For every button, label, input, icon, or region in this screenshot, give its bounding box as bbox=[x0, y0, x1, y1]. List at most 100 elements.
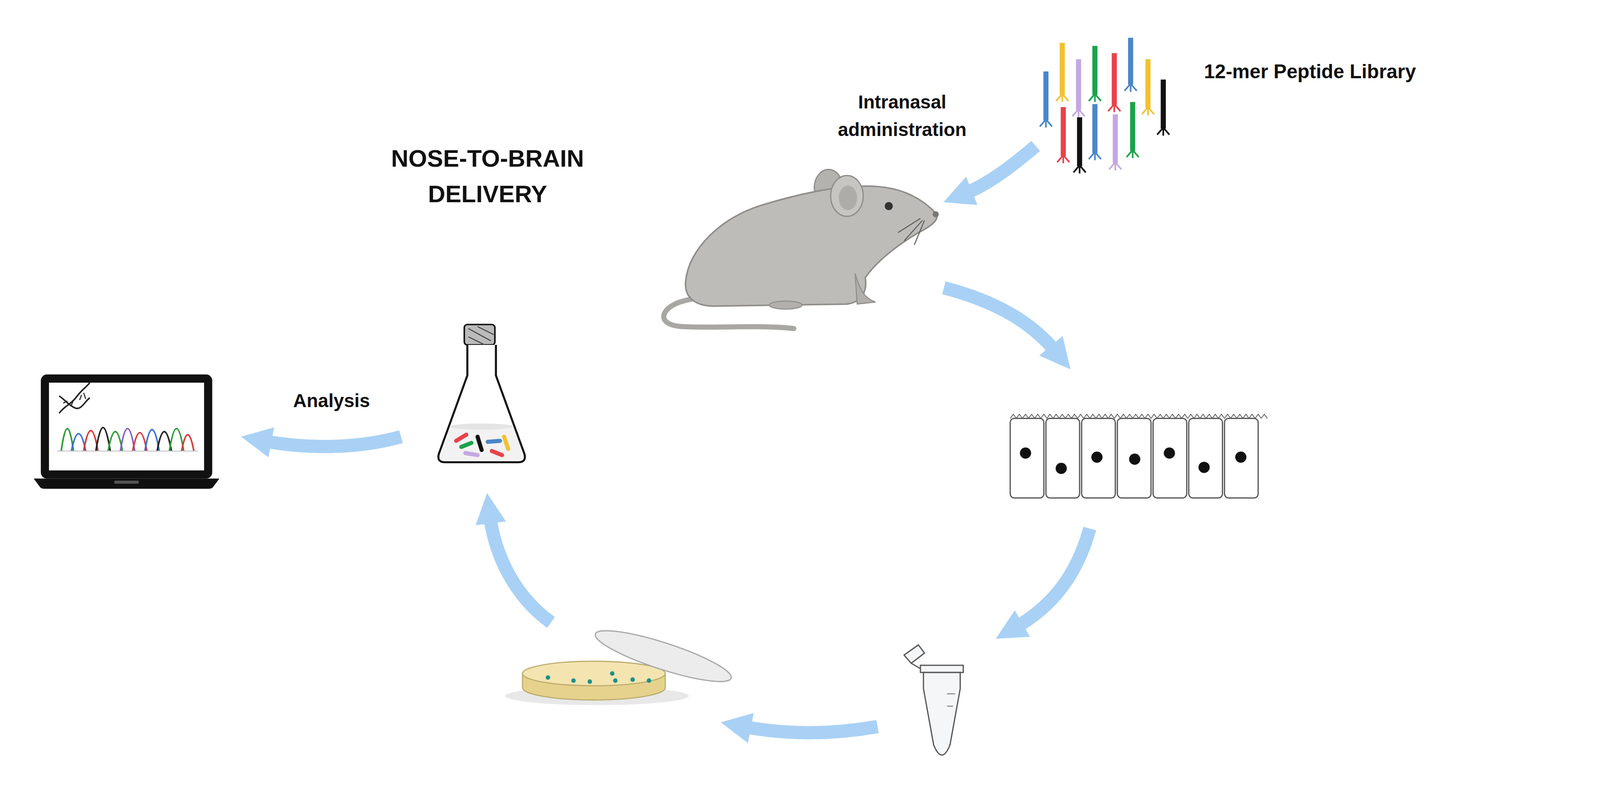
cycle-arrow bbox=[944, 287, 1057, 352]
mouse bbox=[663, 169, 939, 329]
baseline bbox=[57, 450, 199, 452]
nucleus bbox=[1091, 451, 1103, 463]
step-label: Intranasal administration bbox=[813, 88, 992, 144]
arrow-label: Analysis bbox=[242, 387, 421, 415]
laptop-notch bbox=[114, 480, 139, 484]
cell bbox=[1152, 418, 1187, 498]
colony bbox=[646, 678, 652, 683]
stopper-texture bbox=[468, 326, 494, 345]
peptide-bar bbox=[1060, 107, 1066, 156]
cell bbox=[1081, 418, 1116, 498]
phage-rod bbox=[492, 451, 503, 456]
laptop bbox=[33, 374, 220, 489]
laptop-base bbox=[33, 478, 220, 489]
cycle-arrow bbox=[489, 515, 552, 623]
phage-rod bbox=[504, 436, 508, 450]
library-label: 12-mer Peptide Library bbox=[1204, 58, 1542, 85]
tube-cap bbox=[904, 644, 925, 664]
colony bbox=[612, 678, 618, 683]
cell bbox=[1117, 418, 1152, 498]
cycle-arrows bbox=[263, 145, 1090, 733]
peptide-bar bbox=[1128, 37, 1133, 85]
peptide-bar bbox=[1092, 45, 1098, 95]
peptide-bar bbox=[1160, 79, 1166, 129]
peptide-fork bbox=[1141, 107, 1155, 116]
peptide-fork bbox=[1108, 104, 1121, 112]
phage-rod bbox=[465, 452, 478, 456]
tube-body bbox=[923, 672, 961, 756]
phage-rod bbox=[456, 434, 467, 441]
nucleus bbox=[1235, 451, 1247, 463]
peptide-bar bbox=[1130, 102, 1136, 152]
mouse-body bbox=[685, 186, 937, 307]
peptide-bar bbox=[1092, 104, 1098, 153]
nucleus bbox=[1128, 453, 1140, 465]
cycle-arrow bbox=[1015, 528, 1090, 628]
colony bbox=[630, 677, 635, 682]
peptide-bar bbox=[1076, 117, 1082, 167]
nucleus bbox=[1163, 447, 1175, 459]
colony bbox=[587, 679, 592, 684]
peptide-fork bbox=[1073, 165, 1086, 174]
cell bbox=[1188, 418, 1223, 498]
laptop-display bbox=[48, 382, 204, 471]
mouse-leg bbox=[855, 273, 876, 304]
flask-stopper bbox=[464, 324, 496, 345]
cycle-arrow bbox=[742, 726, 878, 733]
peptide-bar bbox=[1059, 42, 1065, 95]
peptide-fork bbox=[1088, 93, 1102, 102]
peptide-bar bbox=[1076, 59, 1081, 111]
peptide-fork bbox=[1124, 83, 1137, 92]
cycle-arrow bbox=[964, 145, 1036, 194]
mouse-ear bbox=[830, 175, 864, 217]
dish-lid bbox=[591, 621, 736, 691]
phage-rod bbox=[477, 436, 482, 451]
flask bbox=[438, 324, 525, 463]
nucleus bbox=[1198, 461, 1210, 473]
mouse-nose bbox=[932, 211, 939, 218]
peptide-fork bbox=[1040, 119, 1053, 128]
flask-body bbox=[438, 344, 525, 463]
liquid-surface bbox=[450, 423, 514, 430]
laptop-screen bbox=[40, 374, 213, 479]
mouse-eye bbox=[884, 202, 893, 211]
tube-marks bbox=[947, 693, 956, 707]
cell bbox=[1010, 418, 1044, 498]
peak bbox=[181, 434, 195, 452]
peptide-fork bbox=[1057, 155, 1070, 164]
dna-strand bbox=[59, 382, 90, 414]
peptide-fork bbox=[1088, 152, 1102, 160]
peptide-library bbox=[1045, 37, 1164, 167]
peptide-bar bbox=[1043, 71, 1049, 121]
peptide-forks bbox=[1040, 83, 1170, 174]
peptide-bar bbox=[1145, 59, 1151, 108]
cycle-arrow bbox=[263, 436, 401, 447]
phage-rods bbox=[456, 434, 508, 456]
colony bbox=[610, 671, 615, 676]
phage-rod bbox=[487, 440, 500, 442]
epithelium bbox=[1010, 414, 1268, 498]
cell bbox=[1224, 418, 1259, 498]
phage-rod bbox=[461, 442, 472, 447]
colony bbox=[545, 675, 551, 680]
colony bbox=[571, 678, 576, 683]
chromatogram bbox=[57, 427, 199, 452]
petri-dish bbox=[504, 621, 736, 705]
nucleus bbox=[1020, 447, 1032, 459]
peptide-bar bbox=[1111, 52, 1117, 105]
dish-agar bbox=[522, 661, 666, 686]
peptide-fork bbox=[1072, 109, 1085, 118]
diagram-title: NOSE-TO-BRAIN DELIVERY bbox=[354, 140, 621, 212]
mouse-ear-inner bbox=[838, 185, 857, 211]
peptide-fork bbox=[1056, 93, 1069, 102]
cell bbox=[1045, 418, 1080, 498]
tube bbox=[904, 644, 964, 756]
dna-rungs bbox=[63, 392, 86, 406]
peptide-fork bbox=[1109, 162, 1122, 171]
peptide-bar bbox=[1112, 114, 1118, 164]
peptide-fork bbox=[1157, 127, 1170, 136]
peptide-fork bbox=[1126, 150, 1140, 159]
mouse-whiskers bbox=[897, 218, 925, 245]
